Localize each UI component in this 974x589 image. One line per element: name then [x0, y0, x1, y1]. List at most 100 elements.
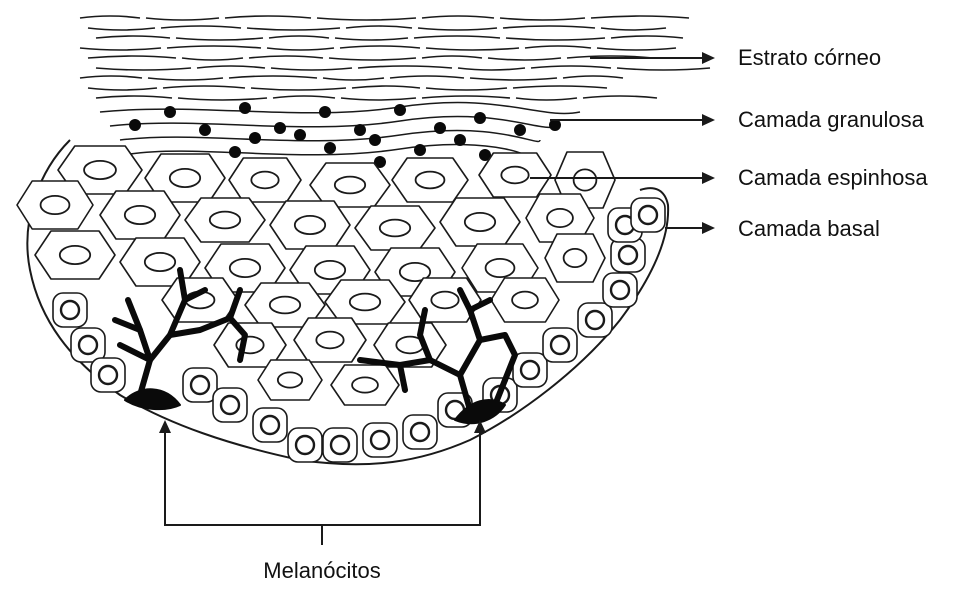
keratohyalin-granule — [434, 122, 446, 134]
spinous-cell-nucleus — [431, 292, 458, 309]
keratin-strand — [182, 58, 243, 60]
spinous-cell-nucleus — [564, 249, 587, 267]
keratohyalin-granule — [249, 132, 261, 144]
spinous-cell-nucleus — [315, 261, 345, 279]
basal-cell-nucleus — [61, 301, 79, 319]
spinous-cell-nucleus — [465, 213, 495, 231]
keratin-strand — [601, 28, 666, 30]
keratin-strand — [88, 28, 155, 30]
keratin-strand — [422, 56, 482, 58]
granular-cell-outline — [120, 131, 540, 142]
spinous-cell-nucleus — [270, 297, 300, 314]
keratin-strand — [271, 68, 352, 70]
keratin-strand — [531, 66, 611, 68]
keratin-strand — [88, 88, 157, 90]
keratin-strand — [422, 16, 494, 18]
keratin-strand — [426, 88, 507, 90]
keratin-strand — [390, 76, 464, 78]
keratin-strand — [525, 46, 591, 48]
basal-cell-nucleus — [411, 423, 429, 441]
keratin-strand — [426, 48, 519, 50]
keratin-strand — [178, 98, 267, 100]
keratin-strand — [346, 26, 412, 28]
keratin-strand — [418, 28, 497, 30]
keratin-strand — [229, 76, 317, 78]
basal-cell-nucleus — [639, 206, 657, 224]
keratin-strand — [329, 58, 416, 60]
granular-cell-outline — [110, 117, 560, 128]
spinous-cell-nucleus — [251, 172, 278, 189]
keratohyalin-granule — [394, 104, 406, 116]
keratin-strand — [617, 68, 710, 70]
keratin-strand — [470, 78, 557, 80]
keratohyalin-granule — [229, 146, 241, 158]
basal-cell-nucleus — [371, 431, 389, 449]
keratin-strand — [88, 56, 176, 58]
keratin-strand — [225, 16, 311, 18]
keratin-strand — [352, 86, 420, 88]
keratin-strand — [269, 36, 329, 38]
spinous-cell-nucleus — [335, 177, 365, 194]
spinous-cell-nucleus — [278, 372, 302, 387]
spinous-cell-nucleus — [486, 259, 515, 277]
keratohyalin-granule — [474, 112, 486, 124]
keratohyalin-granule — [239, 102, 251, 114]
basal-cell-nucleus — [191, 376, 209, 394]
keratin-strand — [323, 78, 384, 80]
spinous-cell-nucleus — [316, 332, 343, 349]
keratohyalin-granule — [199, 124, 211, 136]
spinous-cell-nucleus — [60, 246, 90, 264]
keratin-strand — [247, 28, 340, 30]
spinous-cell-nucleus — [512, 292, 538, 309]
spinous-cell-nucleus — [41, 196, 70, 214]
keratin-strand — [597, 48, 676, 50]
keratohyalin-granule — [274, 122, 286, 134]
keratohyalin-granule — [414, 144, 426, 156]
melanocyte-left-body — [125, 389, 180, 409]
keratin-strand — [161, 26, 241, 28]
keratohyalin-granule — [514, 124, 526, 136]
keratin-strand — [358, 66, 452, 68]
keratohyalin-granule — [319, 106, 331, 118]
basal-cell-nucleus — [619, 246, 637, 264]
spinous-cell-nucleus — [84, 161, 116, 179]
basal-cell-nucleus — [296, 436, 314, 454]
spinous-cell-nucleus — [380, 220, 410, 237]
spinous-cell-nucleus — [230, 259, 260, 277]
basal-cell-nucleus — [611, 281, 629, 299]
keratin-strand — [335, 38, 408, 40]
spinous-cell-nucleus — [416, 172, 445, 189]
spinous-cell-nucleus — [170, 169, 200, 187]
spinous-cell-nucleus — [350, 294, 380, 311]
arrowhead-stratum-corneum — [702, 52, 715, 64]
keratohyalin-granule — [369, 134, 381, 146]
keratohyalin-granule — [354, 124, 366, 136]
basal-cell-nucleus — [221, 396, 239, 414]
keratin-strand — [340, 46, 420, 48]
basal-cell-nucleus — [586, 311, 604, 329]
label-granular-layer: Camada granulosa — [738, 107, 925, 132]
spinous-cell-nucleus — [501, 167, 528, 184]
basal-cell-nucleus — [261, 416, 279, 434]
keratin-strand — [267, 48, 334, 50]
basal-cell-nucleus — [551, 336, 569, 354]
keratin-strand — [163, 86, 245, 88]
spinous-cell-nucleus — [295, 216, 325, 234]
keratin-strand — [80, 16, 140, 18]
keratin-strand — [458, 68, 525, 70]
spinous-cell-nucleus — [574, 169, 597, 190]
keratin-strand — [516, 98, 577, 100]
keratohyalin-granule — [294, 129, 306, 141]
keratin-strand — [500, 18, 585, 20]
keratin-strand — [341, 98, 416, 100]
label-basal-layer: Camada basal — [738, 216, 880, 241]
keratohyalin-granule — [324, 142, 336, 154]
keratin-strand — [176, 38, 263, 40]
arrowhead-granular-layer — [702, 114, 715, 126]
keratin-strand — [96, 36, 170, 38]
label-melanocytes: Melanócitos — [263, 558, 380, 583]
keratin-strand — [414, 36, 500, 38]
keratin-strand — [251, 88, 346, 90]
spinous-cell-nucleus — [125, 206, 155, 224]
